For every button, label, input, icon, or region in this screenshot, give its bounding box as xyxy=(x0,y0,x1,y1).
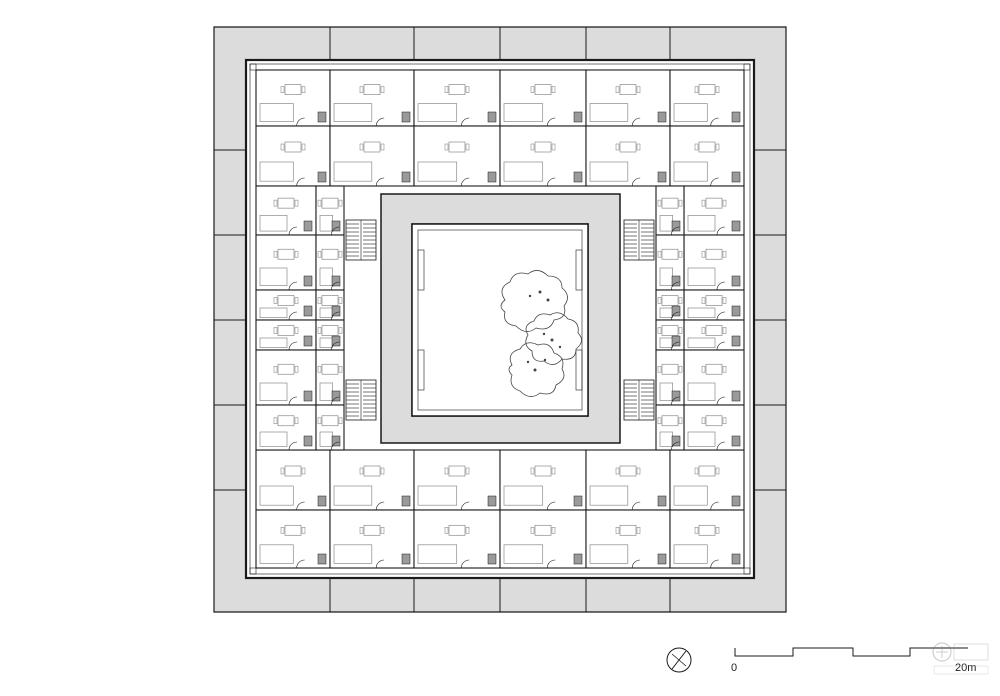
apartment-top-inner-2 xyxy=(413,125,501,187)
apartment-east-2 xyxy=(683,289,745,321)
service-west-1 xyxy=(315,234,345,291)
apartment-east-4 xyxy=(683,349,745,406)
watermark-logo xyxy=(932,642,989,675)
apartment-bottom-4 xyxy=(585,509,671,569)
service-east-2 xyxy=(655,289,685,321)
service-west-5 xyxy=(315,404,345,451)
apartment-top-2 xyxy=(413,69,501,127)
service-east-3 xyxy=(655,319,685,351)
service-west-4 xyxy=(315,349,345,406)
apartment-east-3 xyxy=(683,319,745,351)
apartment-west-3 xyxy=(255,319,317,351)
apartment-bottom-0 xyxy=(255,509,331,569)
apartment-top-3 xyxy=(499,69,587,127)
apartment-west-0 xyxy=(255,185,317,236)
apartment-bottom-inner-4 xyxy=(585,449,671,511)
terrace-dividers xyxy=(214,27,786,612)
apartment-top-inner-3 xyxy=(499,125,587,187)
scale-start-label: 0 xyxy=(731,662,738,674)
apartment-west-5 xyxy=(255,404,317,451)
service-east-4 xyxy=(655,349,685,406)
scale-end-label: 20m xyxy=(955,662,977,674)
courtyard-garden xyxy=(411,223,589,417)
service-east-0 xyxy=(655,185,685,236)
service-west-3 xyxy=(315,319,345,351)
apartment-east-0 xyxy=(683,185,745,236)
apartment-bottom-inner-3 xyxy=(499,449,587,511)
scale-bar xyxy=(734,647,968,657)
service-west-0 xyxy=(315,185,345,236)
apartment-bottom-inner-2 xyxy=(413,449,501,511)
north-arrow-icon xyxy=(666,647,692,673)
apartment-west-2 xyxy=(255,289,317,321)
apartment-top-inner-5 xyxy=(669,125,745,187)
apartment-bottom-inner-0 xyxy=(255,449,331,511)
apartment-bottom-inner-5 xyxy=(669,449,745,511)
courtyard-trees xyxy=(500,270,582,397)
apartment-bottom-2 xyxy=(413,509,501,569)
apartment-top-inner-1 xyxy=(329,125,415,187)
apartment-bottom-5 xyxy=(669,509,745,569)
apartment-east-5 xyxy=(683,404,745,451)
apartment-top-inner-0 xyxy=(255,125,331,187)
service-west-2 xyxy=(315,289,345,321)
apartment-bottom-3 xyxy=(499,509,587,569)
apartment-west-1 xyxy=(255,234,317,291)
apartment-top-0 xyxy=(255,69,331,127)
apartment-bottom-1 xyxy=(329,509,415,569)
apartment-bottom-inner-1 xyxy=(329,449,415,511)
apartment-west-4 xyxy=(255,349,317,406)
apartment-top-5 xyxy=(669,69,745,127)
apartment-east-1 xyxy=(683,234,745,291)
apartment-units xyxy=(255,69,745,569)
apartment-top-1 xyxy=(329,69,415,127)
apartment-top-inner-4 xyxy=(585,125,671,187)
apartment-top-4 xyxy=(585,69,671,127)
service-east-1 xyxy=(655,234,685,291)
service-east-5 xyxy=(655,404,685,451)
